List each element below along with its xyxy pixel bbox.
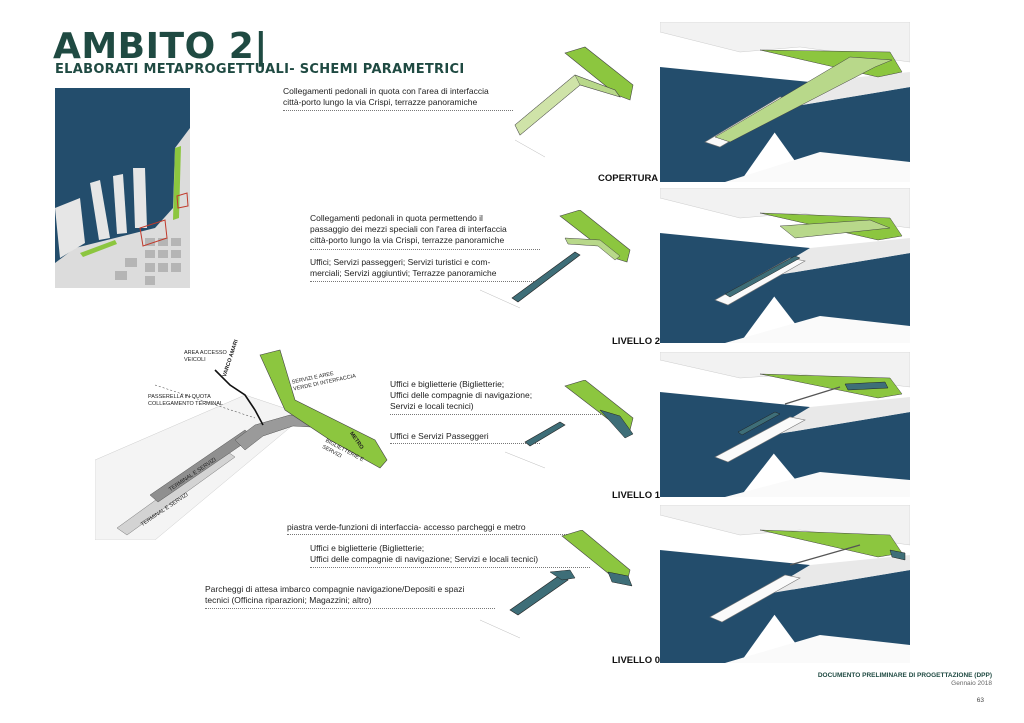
render-livello1: [660, 352, 910, 497]
main-plan: [95, 349, 388, 540]
label-passerella: PASSERELLA IN QUOTA COLLEGAMENTO TERMINA…: [148, 394, 223, 407]
leader-line: [390, 414, 605, 415]
level-label-livello0: LIVELLO 0: [612, 655, 661, 666]
leader-line: [390, 443, 540, 444]
axon-livello2: [480, 210, 631, 309]
axon-copertura: [514, 46, 634, 158]
note-livello0-b: Uffici e biglietterie (Biglietterie; Uff…: [310, 543, 539, 564]
level-label-copertura: COPERTURA: [598, 173, 659, 184]
label-area-accesso: AREA ACCESSO VEICOLI: [184, 350, 227, 363]
leader-line: [310, 249, 540, 250]
footer-date: Gennaio 2018: [951, 680, 992, 687]
note-livello2-b: Uffici; Servizi passeggeri; Servizi turi…: [310, 257, 497, 278]
axon-livello1: [505, 380, 634, 469]
leader-line: [205, 608, 495, 609]
page-title: AMBITO 2|: [53, 26, 268, 67]
page-number: 63: [976, 697, 984, 704]
render-livello2: [660, 188, 910, 343]
footer-document: DOCUMENTO PRELIMINARE DI PROGETTAZIONE (…: [817, 672, 992, 679]
leader-line: [310, 567, 590, 568]
note-livello1-b: Uffici e Servizi Passeggeri: [390, 431, 489, 441]
note-livello0-a: piastra verde-funzioni di interfaccia- a…: [287, 522, 526, 532]
level-label-livello2: LIVELLO 2: [612, 336, 661, 347]
page-subtitle: ELABORATI METAPROGETTUALI- SCHEMI PARAME…: [55, 62, 465, 77]
note-livello0-c: Parcheggi di attesa imbarco compagnie na…: [205, 584, 465, 605]
leader-line: [283, 110, 513, 111]
render-copertura: [660, 22, 910, 182]
render-livello0: [660, 505, 910, 663]
axon-livello0: [480, 530, 633, 639]
note-livello2-a: Collegamenti pedonali in quota permetten…: [310, 213, 507, 245]
leader-line: [310, 281, 540, 282]
note-livello1-a: Uffici e biglietterie (Biglietterie; Uff…: [390, 379, 533, 411]
level-label-livello1: LIVELLO 1: [612, 490, 661, 501]
key-map: [55, 88, 190, 288]
leader-line: [287, 534, 587, 535]
note-copertura: Collegamenti pedonali in quota con l'are…: [283, 86, 489, 107]
